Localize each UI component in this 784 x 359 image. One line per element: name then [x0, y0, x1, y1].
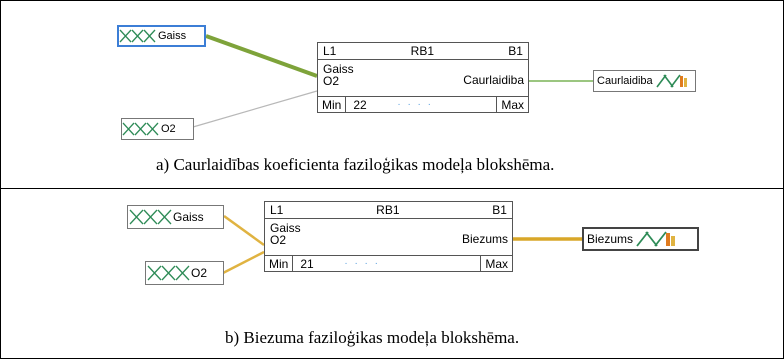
input-node-o2[interactable]: O2	[121, 118, 194, 140]
fuzzy-set-icon	[122, 122, 159, 136]
block-input-label: O2	[323, 74, 340, 88]
max-label: Max	[496, 97, 528, 113]
panel-a: Gaiss O2 L1 RB1 B1 Gaiss O2 Caurlaidiba	[1, 1, 783, 188]
fuzzy-set-icon	[129, 209, 172, 225]
panel-b-wires	[222, 214, 582, 275]
block-id: B1	[508, 44, 523, 58]
block-rulebase: RB1	[410, 44, 434, 58]
panel-divider	[1, 188, 783, 189]
caption-b: b) Biezuma faziloģikas modeļa blokshēma.	[225, 328, 520, 347]
wire-gaiss-a	[205, 34, 318, 78]
value-scale-dots: · · · ·	[344, 258, 380, 269]
min-label: Min	[318, 97, 347, 113]
rule-block[interactable]: L1 RB1 B1 Gaiss O2 Biezums Min 21 · · · …	[264, 201, 513, 272]
block-value: 22	[353, 98, 367, 112]
input-node-label: Gaiss	[173, 210, 204, 224]
rule-block-body: Gaiss O2 Biezums	[265, 219, 512, 256]
fuzzy-set-icon	[147, 265, 190, 281]
block-rulebase: RB1	[376, 203, 400, 217]
rule-block-header: L1 RB1 B1	[265, 202, 512, 219]
input-node-o2[interactable]: O2	[145, 261, 224, 285]
panel-b: Gaiss O2 L1 RB1 B1 Gaiss O2 Biezums	[1, 189, 783, 358]
rule-block[interactable]: L1 RB1 B1 Gaiss O2 Caurlaidiba Min 22 · …	[317, 42, 529, 113]
block-input-label: O2	[270, 233, 287, 247]
block-input-label: Gaiss	[323, 62, 354, 76]
rule-block-footer: Min 22 · · · · Max	[318, 97, 528, 113]
block-inputs: Gaiss O2	[323, 63, 354, 87]
block-value: 21	[300, 257, 314, 271]
panel-a-wires	[192, 34, 593, 128]
input-node-label: Gaiss	[158, 30, 187, 42]
max-label: Max	[480, 256, 512, 272]
block-input-label: Gaiss	[270, 221, 301, 235]
wire-gaiss-b	[223, 214, 265, 247]
output-node-label: Caurlaidiba	[597, 75, 653, 87]
value-scale-dots: · · · ·	[397, 99, 433, 110]
block-layer: L1	[323, 44, 337, 58]
block-output-label: Biezums	[461, 232, 508, 246]
wire-o2-b	[222, 250, 265, 275]
output-fuzzy-icon	[656, 74, 687, 88]
output-node-biezums[interactable]: Biezums	[582, 227, 699, 251]
min-label: Min	[265, 256, 294, 272]
input-node-gaiss[interactable]: Gaiss	[127, 205, 224, 229]
block-inputs: Gaiss O2	[270, 222, 301, 246]
block-id: B1	[492, 203, 507, 217]
input-node-label: O2	[191, 266, 208, 280]
wire-o2-a	[192, 90, 318, 128]
output-node-caurlaidiba[interactable]: Caurlaidiba	[593, 70, 696, 92]
input-node-gaiss[interactable]: Gaiss	[117, 25, 206, 47]
rule-block-header: L1 RB1 B1	[318, 43, 528, 60]
rule-block-body: Gaiss O2 Caurlaidiba	[318, 60, 528, 97]
output-node-label: Biezums	[587, 232, 634, 246]
rule-block-footer: Min 21 · · · · Max	[265, 256, 512, 272]
fuzzy-set-icon	[119, 29, 156, 43]
block-output-label: Caurlaidiba	[463, 73, 524, 87]
block-layer: L1	[270, 203, 284, 217]
caption-a: a) Caurlaidības koeficienta faziloģikas …	[156, 155, 555, 174]
input-node-label: O2	[161, 123, 176, 135]
output-fuzzy-icon	[636, 231, 676, 247]
